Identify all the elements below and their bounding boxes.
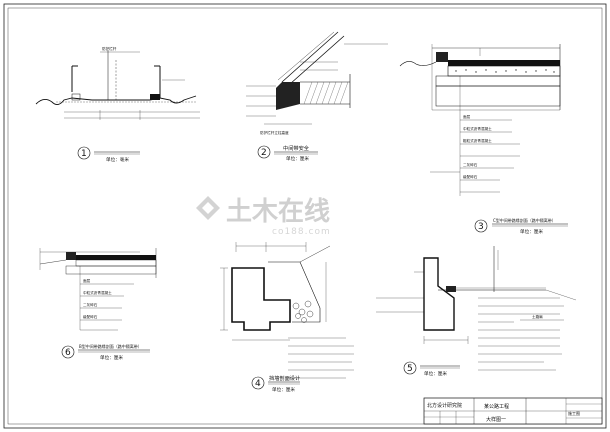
detail-3-number: 3 — [478, 222, 484, 232]
d6-layer-2: 中粒式沥青混凝土 — [83, 290, 112, 295]
detail-1-road-cross-section: 防护栏杆 1 单位：毫米 — [35, 46, 200, 163]
watermark: 土木在线 co188.com — [196, 196, 331, 237]
detail-5-roadside-wall: 土路肩 5 单位：厘米 — [376, 246, 577, 377]
d3-layer-1: 面层 — [463, 114, 471, 119]
detail-6-pavement-structure: 面层 中粒式沥青混凝土 二灰碎石 级配碎石 6 B型中间带路缘剖面（路中隔离带）… — [39, 248, 157, 361]
detail-4-retaining-wall: 4 挡墙剖面设计 单位：厘米 — [220, 242, 354, 393]
sheet-inner-border — [7, 7, 603, 425]
sheet-border — [3, 3, 607, 429]
d1-top-label: 防护栏杆 — [102, 46, 117, 51]
title-block-project: 某公路工程 — [484, 403, 509, 410]
watermark-brand: 土木在线 — [226, 197, 330, 227]
title-block-drawing: 大样图一 — [486, 416, 506, 423]
detail-5-number: 5 — [407, 364, 413, 374]
detail-4-number-circle — [251, 376, 265, 390]
d3-layer-5: 级配碎石 — [463, 174, 478, 179]
detail-6-number-circle — [61, 345, 75, 359]
detail-4-title: 挡墙剖面设计 — [269, 374, 300, 382]
detail-6-number: 6 — [65, 348, 71, 358]
d6-layer-4: 级配碎石 — [83, 314, 98, 319]
detail-6-title: B型中间带路缘剖面（路中隔离带） — [79, 343, 142, 349]
detail-3-number-circle — [474, 219, 488, 233]
detail-5-number-circle — [403, 361, 417, 375]
detail-2-title: 中间带安全 — [283, 144, 310, 152]
detail-1-number: 1 — [81, 149, 87, 159]
detail-3-pavement-structure: 面层 中粒式沥青混凝土 粗粒式沥青混凝土 二灰碎石 级配碎石 3 C型中间带路缘… — [399, 44, 568, 235]
detail-4-units: 单位：厘米 — [272, 386, 295, 393]
d6-layer-3: 二灰碎石 — [83, 302, 98, 307]
d2-note: 防护栏杆立柱高度 — [260, 130, 289, 135]
title-block: 北方设计研究院 某公路工程 大样图一 施工图 — [423, 397, 603, 425]
d3-layer-4: 二灰碎石 — [463, 162, 478, 167]
title-block-sheet: 施工图 — [568, 410, 580, 416]
detail-2-units: 单位：厘米 — [286, 155, 309, 162]
detail-2-median-barrier: 防护栏杆立柱高度 2 中间带安全 单位：厘米 — [246, 31, 388, 162]
d5-note: 土路肩 — [532, 314, 543, 319]
title-block-institute: 北方设计研究院 — [427, 402, 462, 409]
detail-1-number-circle — [77, 146, 91, 160]
detail-1-units: 单位：毫米 — [106, 156, 129, 163]
detail-3-title: C型中间带路缘剖面（路中隔离带） — [493, 217, 556, 223]
detail-5-units: 单位：厘米 — [424, 370, 447, 377]
watermark-url: co188.com — [272, 227, 331, 237]
d3-layer-3: 粗粒式沥青混凝土 — [463, 138, 492, 143]
watermark-logo-icon — [196, 196, 220, 220]
detail-2-number: 2 — [261, 148, 267, 158]
d6-layer-1: 面层 — [83, 278, 91, 283]
detail-6-units: 单位：厘米 — [100, 354, 123, 361]
detail-2-number-circle — [257, 145, 271, 159]
detail-4-number: 4 — [255, 379, 261, 389]
detail-3-units: 单位：厘米 — [520, 228, 543, 235]
d3-layer-2: 中粒式沥青混凝土 — [463, 126, 492, 131]
